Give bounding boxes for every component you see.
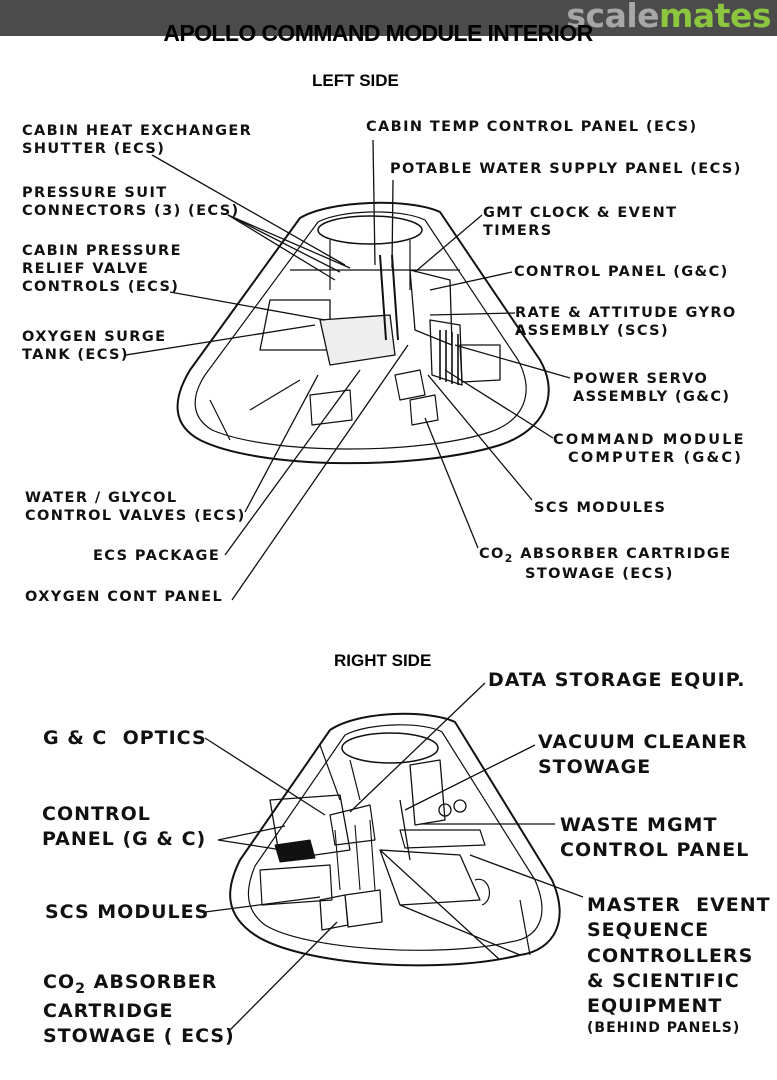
header-bar	[0, 0, 777, 36]
label-line: CO2 ABSORBER CARTRIDGE	[479, 545, 731, 565]
label-vacuum-cleaner-stowage: VACUUM CLEANER STOWAGE	[538, 730, 748, 781]
page-title: APOLLO COMMAND MODULE INTERIOR	[163, 20, 593, 46]
label-line: CARTRIDGE	[43, 999, 174, 1022]
label-line: WATER / GLYCOL	[25, 490, 178, 506]
subscript-2: 2	[504, 551, 514, 565]
label-potable-water-supply: POTABLE WATER SUPPLY PANEL (ECS)	[390, 161, 742, 177]
label-line: POWER SERVO	[573, 371, 709, 387]
label-power-servo: POWER SERVO ASSEMBLY (G&C)	[573, 370, 730, 406]
label-water-glycol-valves: WATER / GLYCOL CONTROL VALVES (ECS)	[25, 489, 246, 525]
label-control-panel-gc: CONTROL PANEL (G&C)	[514, 264, 729, 280]
label-line: CONTROL	[42, 803, 151, 825]
label-cabin-heat-exchanger: CABIN HEAT EXCHANGER SHUTTER (ECS)	[22, 122, 252, 158]
label-line: RELIEF VALVE	[22, 261, 150, 278]
label-line: CONTROL VALVES (ECS)	[25, 508, 246, 525]
label-line: CONTROLS (ECS)	[22, 279, 180, 296]
label-line: COMPUTER (G&C)	[568, 450, 744, 467]
label-cabin-temp-control: CABIN TEMP CONTROL PANEL (ECS)	[366, 119, 698, 135]
label-gc-optics: G & C OPTICS	[43, 727, 207, 749]
label-gmt-clock: GMT CLOCK & EVENT TIMERS	[483, 204, 677, 240]
left-capsule-drawing	[176, 201, 550, 465]
co-text: CO	[43, 971, 76, 993]
right-capsule-outline	[229, 712, 561, 967]
label-line: CO2 ABSORBER	[43, 970, 235, 999]
label-line: WASTE MGMT	[560, 814, 718, 836]
label-line: ASSEMBLY (G&C)	[573, 389, 731, 406]
label-line: EQUIPMENT	[587, 995, 723, 1018]
label-line: STOWAGE (ECS)	[525, 566, 674, 583]
label-control-panel-gc-right: CONTROL PANEL (G & C)	[42, 802, 206, 853]
label-waste-mgmt-control: WASTE MGMT CONTROL PANEL	[560, 813, 749, 864]
label-line: STOWAGE	[538, 756, 652, 779]
label-command-module-computer: COMMAND MODULE COMPUTER (G&C)	[553, 431, 746, 467]
label-line: SEQUENCE	[587, 919, 710, 942]
label-pressure-suit-connectors: PRESSURE SUIT CONNECTORS (3) (ECS)	[22, 184, 240, 220]
co-text: CO	[479, 546, 505, 562]
label-line: TANK (ECS)	[22, 347, 129, 364]
label-line: CABIN PRESSURE	[22, 243, 182, 259]
behind-panels-note: (BEHIND PANELS)	[587, 1020, 741, 1037]
label-rate-attitude-gyro: RATE & ATTITUDE GYRO ASSEMBLY (SCS)	[515, 304, 737, 340]
label-line: COMMAND MODULE	[553, 432, 746, 448]
left-side-heading: LEFT SIDE	[312, 71, 399, 90]
label-line: CONTROL PANEL	[560, 839, 750, 862]
label-line: RATE & ATTITUDE GYRO	[515, 305, 737, 321]
watermark-scale: scale	[566, 0, 660, 35]
left-leader-lines	[125, 139, 571, 601]
label-oxygen-cont-panel: OXYGEN CONT PANEL	[25, 589, 224, 605]
label-line: CONTROLLERS	[587, 944, 754, 967]
label-line: CABIN HEAT EXCHANGER	[22, 123, 253, 139]
label-line: OXYGEN SURGE	[22, 329, 167, 345]
right-capsule-drawing	[229, 712, 561, 967]
label-line: & SCIENTIFIC	[587, 969, 740, 992]
label-line: STOWAGE ( ECS)	[43, 1025, 235, 1048]
label-line: PRESSURE SUIT	[22, 185, 168, 201]
label-data-storage-equip: DATA STORAGE EQUIP.	[488, 669, 746, 691]
label-line: ASSEMBLY (SCS)	[515, 323, 670, 340]
label-line: GMT CLOCK & EVENT	[483, 205, 678, 221]
rest-text: ABSORBER	[86, 971, 218, 993]
label-line: MASTER EVENT	[587, 894, 771, 916]
subscript-2: 2	[75, 980, 87, 997]
right-side-heading: RIGHT SIDE	[334, 651, 432, 670]
label-line: TIMERS	[483, 223, 553, 240]
label-line: PANEL (G & C)	[42, 828, 207, 851]
label-ecs-package: ECS PACKAGE	[93, 548, 221, 564]
label-scs-modules-left: SCS MODULES	[534, 500, 667, 516]
right-leader-lines	[204, 682, 584, 1031]
label-scs-modules-right: SCS MODULES	[45, 901, 210, 923]
rest-text: ABSORBER CARTRIDGE	[513, 546, 732, 562]
label-oxygen-surge-tank: OXYGEN SURGE TANK (ECS)	[22, 328, 166, 364]
label-line: SHUTTER (ECS)	[22, 141, 166, 158]
scalemates-watermark: scalemates	[566, 0, 771, 35]
label-line: VACUUM CLEANER	[538, 731, 748, 753]
watermark-mates: mates	[659, 0, 771, 35]
label-line: CONNECTORS (3) (ECS)	[22, 203, 240, 220]
